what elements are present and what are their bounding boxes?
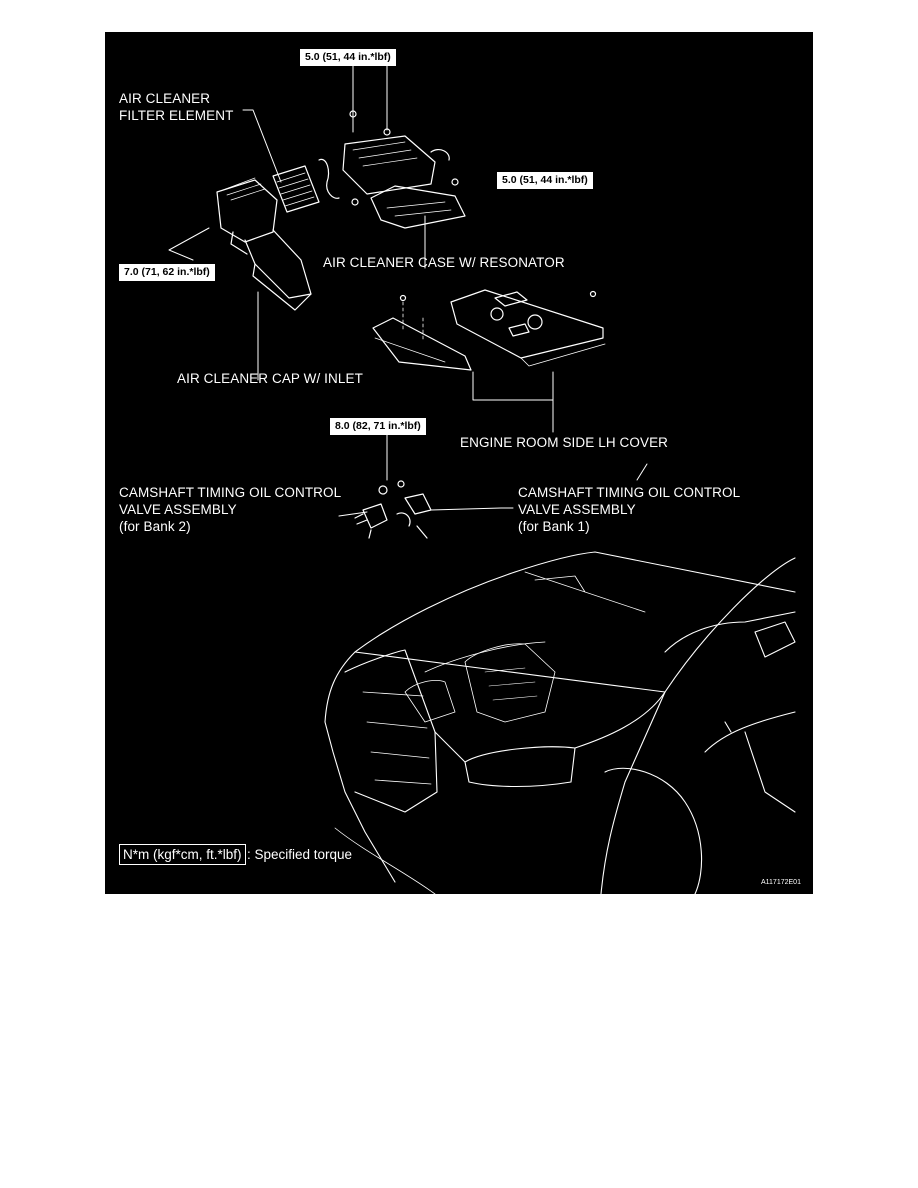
torque-box-top-bolts: 5.0 (51, 44 in.*lbf) <box>300 49 396 66</box>
label-air-cleaner-filter-element: AIR CLEANER FILTER ELEMENT <box>119 91 234 123</box>
label-air-cleaner-case: AIR CLEANER CASE W/ RESONATOR <box>323 255 565 270</box>
torque-box-case-bolts: 5.0 (51, 44 in.*lbf) <box>497 172 593 189</box>
figure-code: A117172E01 <box>761 879 801 886</box>
filter-element-part <box>272 165 320 213</box>
label-ocv-bank2: CAMSHAFT TIMING OIL CONTROL VALVE ASSEMB… <box>119 485 342 534</box>
torque-unit-legend-box: N*m (kgf*cm, ft.*lbf) <box>119 844 246 865</box>
air-cleaner-cap-part <box>216 177 312 311</box>
label-ocv-bank1: CAMSHAFT TIMING OIL CONTROL VALVE ASSEMB… <box>518 485 741 534</box>
air-cleaner-case-part <box>318 110 466 229</box>
vehicle-outline <box>324 551 796 894</box>
diagram-artwork <box>168 63 796 894</box>
oil-control-valves-part <box>354 480 432 539</box>
torque-legend-description: : Specified torque <box>247 847 353 862</box>
engine-room-cover-part <box>372 289 606 371</box>
label-engine-room-cover: ENGINE ROOM SIDE LH COVER <box>460 435 669 450</box>
label-air-cleaner-cap: AIR CLEANER CAP W/ INLET <box>177 371 363 386</box>
torque-box-cap-bolt: 7.0 (71, 62 in.*lbf) <box>119 264 215 281</box>
exploded-view-diagram: AIR CLEANER FILTER ELEMENT 5.0 (51, 44 i… <box>105 32 813 894</box>
torque-box-ocv-bolts: 8.0 (82, 71 in.*lbf) <box>330 418 426 435</box>
